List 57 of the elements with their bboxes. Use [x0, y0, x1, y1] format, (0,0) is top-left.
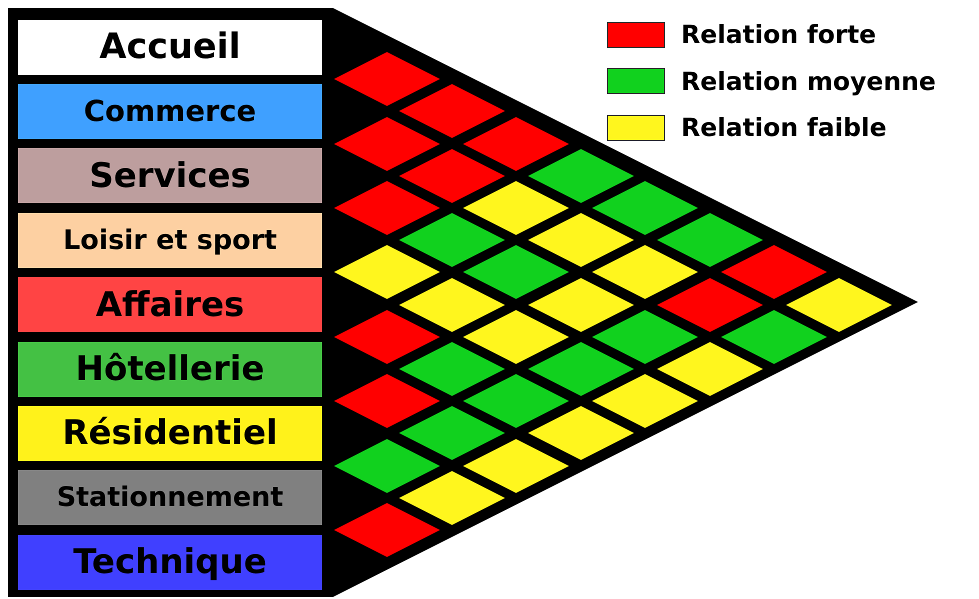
relation-diamond	[656, 213, 762, 268]
category-label: Commerce	[84, 96, 256, 126]
category-label: Résidentiel	[62, 416, 278, 450]
category-label: Affaires	[96, 288, 244, 322]
category-box	[18, 20, 322, 74]
relation-diamond	[528, 342, 634, 396]
category-label: Stationnement	[56, 484, 284, 512]
relation-diamond	[398, 278, 504, 332]
category-label: Services	[89, 158, 251, 193]
legend-label: Relation faible	[681, 113, 887, 142]
relation-diamond	[463, 374, 569, 428]
relation-diamond	[334, 116, 440, 171]
category-box	[18, 212, 322, 268]
relation-diamond	[656, 278, 762, 332]
relation-diamond	[398, 213, 504, 268]
relation-diamond	[528, 278, 634, 332]
relation-diamond	[398, 148, 504, 203]
relation-diamond	[398, 342, 504, 396]
relation-diamond	[463, 116, 569, 171]
category-box	[18, 470, 322, 526]
relation-diamond	[334, 52, 440, 106]
category-label: Hôtellerie	[76, 352, 264, 386]
relation-diamond	[592, 374, 698, 428]
relation-diamond	[786, 278, 892, 332]
legend-label: Relation moyenne	[681, 66, 936, 96]
relation-diamond	[721, 245, 827, 300]
relation-diamond	[334, 310, 440, 364]
category-box	[18, 277, 322, 332]
relation-diamond	[528, 148, 634, 203]
relation-diamond	[528, 213, 634, 268]
category-box	[18, 534, 322, 590]
relation-diamond	[528, 406, 634, 460]
relation-diamond	[656, 342, 762, 396]
category-label: Loisir et sport	[63, 226, 277, 254]
relation-diamond	[334, 438, 440, 493]
relation-diamond	[721, 310, 827, 364]
relation-diamond	[592, 181, 698, 235]
relation-diamond	[398, 84, 504, 138]
category-box	[18, 406, 322, 461]
relation-diamond	[463, 310, 569, 364]
relation-diamond	[334, 503, 440, 557]
category-label: Technique	[73, 545, 267, 580]
category-box	[18, 342, 322, 396]
relation-diamond	[334, 181, 440, 235]
relation-diamond	[334, 245, 440, 300]
category-box	[18, 148, 322, 204]
relation-diamond	[463, 245, 569, 300]
relation-diamond	[398, 470, 504, 525]
category-box	[18, 84, 322, 139]
relation-diamond	[398, 406, 504, 460]
relation-diamond	[334, 374, 440, 428]
relation-diamond	[592, 245, 698, 300]
category-label: Accueil	[99, 30, 241, 64]
relation-diamond	[463, 181, 569, 235]
legend-label: Relation forte	[681, 20, 876, 49]
relation-diamond	[592, 310, 698, 364]
relation-diamond	[463, 438, 569, 493]
